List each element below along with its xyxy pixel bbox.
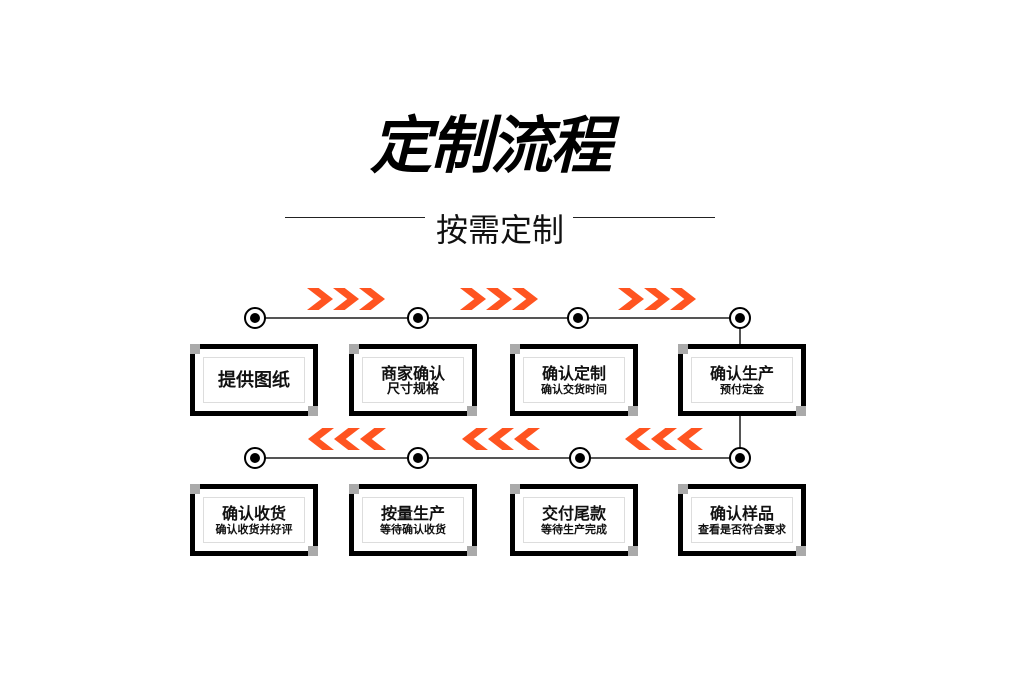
step-node bbox=[244, 307, 266, 329]
step-box: 确认样品查看是否符合要求 bbox=[678, 484, 806, 556]
step-title: 按量生产 bbox=[380, 503, 445, 523]
step-title: 交付尾款 bbox=[541, 503, 606, 523]
step-title: 确认样品 bbox=[709, 503, 774, 523]
chevron-right-icon bbox=[460, 288, 538, 310]
chevron-left-icon bbox=[462, 428, 540, 450]
divider-right bbox=[573, 217, 715, 218]
step-node bbox=[244, 447, 266, 469]
step-desc: 确认交货时间 bbox=[541, 382, 607, 396]
chevron-left-icon bbox=[308, 428, 386, 450]
step-desc: 等待生产完成 bbox=[541, 522, 607, 536]
step-node bbox=[567, 307, 589, 329]
step-desc: 等待确认收货 bbox=[380, 522, 446, 536]
flow-line-top bbox=[255, 317, 740, 319]
step-node bbox=[407, 307, 429, 329]
step-node bbox=[729, 307, 751, 329]
subtitle: 按需定制 bbox=[435, 211, 564, 249]
step-desc: 预付定金 bbox=[720, 382, 764, 396]
step-node bbox=[729, 447, 751, 469]
step-desc: 确认收货并好评 bbox=[215, 522, 293, 536]
chevron-right-icon bbox=[307, 288, 385, 310]
step-title: 商家确认 bbox=[380, 363, 445, 383]
step-box: 提供图纸 bbox=[190, 344, 318, 416]
step-title: 确认定制 bbox=[541, 363, 606, 383]
flow-line-bottom bbox=[255, 457, 740, 459]
step-title: 确认生产 bbox=[709, 363, 774, 383]
chevron-right-icon bbox=[618, 288, 696, 310]
chevron-left-icon bbox=[625, 428, 703, 450]
step-box: 确认定制确认交货时间 bbox=[510, 344, 638, 416]
divider-left bbox=[285, 217, 425, 218]
step-desc: 尺寸规格 bbox=[386, 381, 439, 397]
step-box: 商家确认尺寸规格 bbox=[349, 344, 477, 416]
step-box: 交付尾款等待生产完成 bbox=[510, 484, 638, 556]
step-desc: 查看是否符合要求 bbox=[698, 522, 786, 536]
step-node bbox=[407, 447, 429, 469]
step-box: 按量生产等待确认收货 bbox=[349, 484, 477, 556]
step-title: 提供图纸 bbox=[218, 369, 290, 391]
step-box: 确认生产预付定金 bbox=[678, 344, 806, 416]
step-box: 确认收货确认收货并好评 bbox=[190, 484, 318, 556]
step-node bbox=[569, 447, 591, 469]
page-title: 定制流程 bbox=[369, 109, 612, 182]
step-title: 确认收货 bbox=[221, 503, 286, 523]
